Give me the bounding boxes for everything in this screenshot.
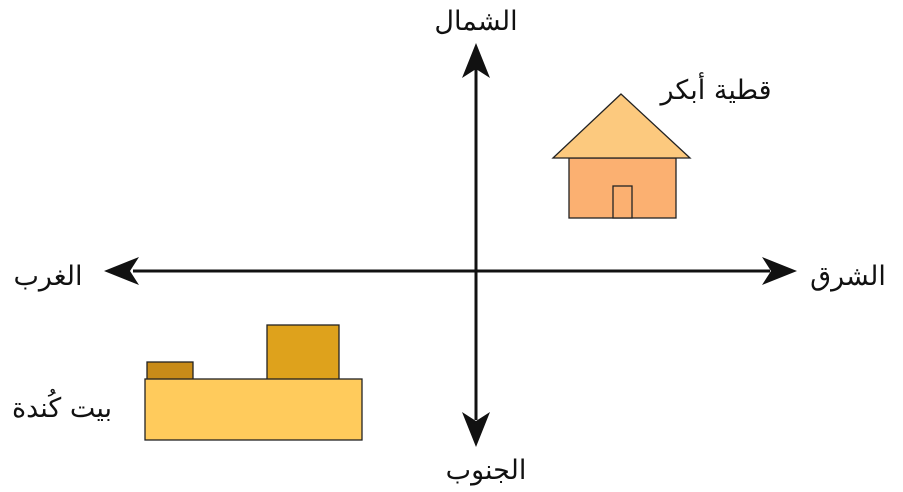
building-icon [144,324,363,441]
house-label: قطية أبكر [658,72,771,106]
building-small-block [146,361,194,381]
west-label: الغرب [13,261,82,292]
axes [104,43,797,447]
east-arrowhead [762,257,797,285]
building-tower [266,324,340,381]
house-door [612,185,633,219]
house-icon [551,93,692,219]
house-roof [551,93,692,159]
north-arrowhead [462,43,490,78]
west-arrowhead [104,257,139,285]
building-label: بيت كُندة [12,388,112,424]
south-arrowhead [462,412,490,447]
building-base [144,378,363,441]
south-label: الجنوب [446,455,527,486]
east-label: الشرق [810,261,886,292]
north-label: الشمال [434,6,517,37]
